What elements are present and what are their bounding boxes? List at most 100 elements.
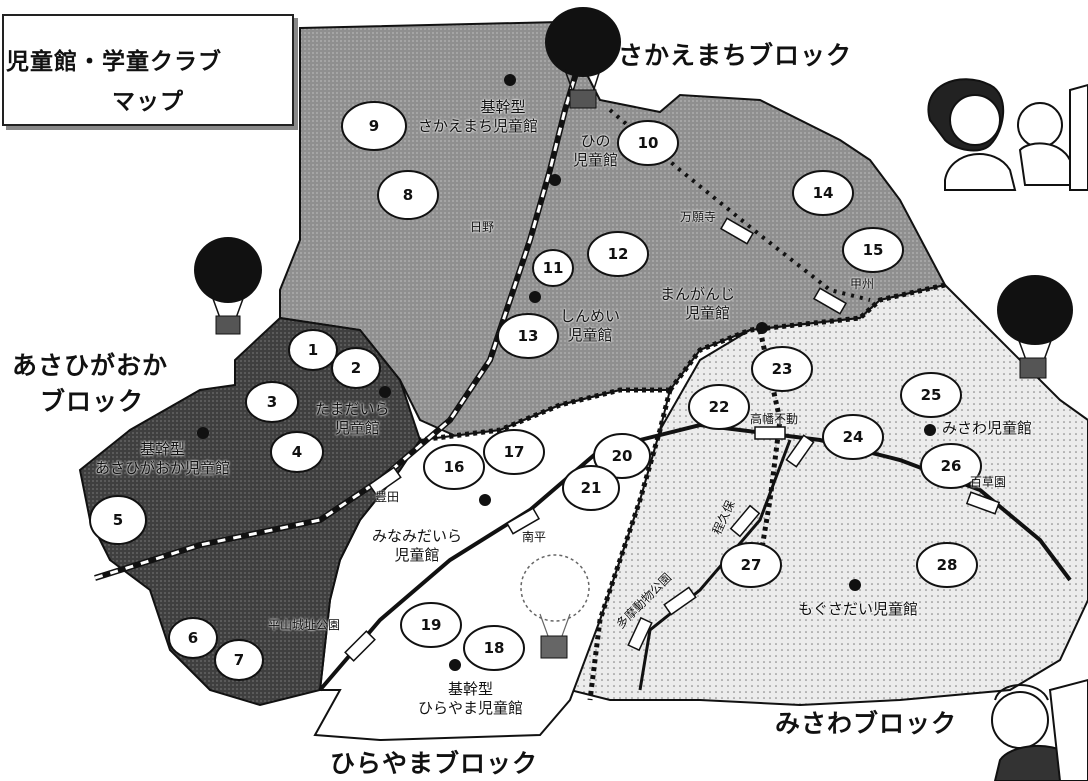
zone-number: 13 [518,327,539,345]
zone-number: 7 [234,651,244,669]
dobutsuen-line [638,439,792,691]
zone-number: 16 [444,458,465,476]
zone-number: 8 [403,186,413,204]
zone-oval [214,639,264,681]
facility-minamidaira: みなみだいら 児童館 [372,527,462,565]
facility-shinmei-line1: しんめい [560,307,621,325]
facility-dot [924,424,936,436]
station-toyoda: 豊田 [375,490,400,504]
zone-oval [587,231,649,277]
facility-hirayama: 基幹型 ひらやま児童館 [418,680,523,718]
facility-dot [379,386,391,398]
zone-oval [400,602,462,648]
zone-oval [562,465,620,511]
station-marker [627,616,653,652]
station-marker [719,217,755,245]
zone-oval [688,384,750,430]
zone-oval [900,372,962,418]
zone-number: 28 [937,556,958,574]
zone-number: 15 [863,241,884,259]
zone-number: 23 [772,360,793,378]
zone-number: 14 [813,184,834,202]
zone-oval [423,444,485,490]
station-koshu: 甲州 [850,277,875,291]
zone-number: 21 [581,479,602,497]
zone-oval [331,347,381,389]
facility-dot [756,322,768,334]
station-marker [754,426,786,440]
station-marker [505,507,541,535]
zone-oval [916,542,978,588]
block-label-misawa: みさわブロック [775,709,958,738]
zone-oval [920,443,982,489]
zone-oval [617,120,679,166]
facility-minamidaira-line1: みなみだいら [372,527,463,545]
zone-oval [483,429,545,475]
facility-asahigaoka-type: 基幹型 [140,440,186,458]
block-boundary [419,387,670,443]
facility-mankanji: まんがんじ 児童館 [660,285,735,323]
balloon-icon [997,275,1073,379]
zone-number: 27 [741,556,762,574]
facility-sakaemachi-name: さかえまち児童館 [418,117,539,135]
station-mogusaen: 百草園 [970,475,1007,489]
station-hino: 日野 [470,220,495,234]
chuo-line-pattern [94,59,582,580]
zone-oval [270,431,324,473]
zone-oval [341,101,407,151]
facility-hirayama-name: ひらやま児童館 [418,699,524,717]
facility-dot [549,174,561,186]
facility-hino-line2: 児童館 [573,151,619,169]
facility-shinmei-line2: 児童館 [567,326,613,344]
station-manganji: 万願寺 [680,210,717,224]
station-marker [812,287,848,315]
zone-number: 22 [709,398,730,416]
zone-number: 3 [267,393,277,411]
zone-number: 25 [921,386,942,404]
facility-dot [504,74,516,86]
facility-tamadaira: たまだいら 児童館 [315,400,390,438]
map-title-line1: 児童館・学童クラブ [6,49,222,75]
facility-hino: ひの 児童館 [573,132,618,170]
facility-asahigaoka-name: あさひがおか児童館 [95,459,231,477]
station-takahatafudo: 高幡不動 [750,412,799,426]
station-marker [729,504,761,538]
mother-child-illustration [927,78,1088,191]
facility-misawa: みさわ児童館 [942,419,1033,437]
facility-shinmei: しんめい 児童館 [560,307,620,345]
zone-oval [532,249,574,287]
map-title-line2: マップ [112,89,184,115]
block-label-hirayama: ひらやまブロック [330,749,539,778]
zone-number: 17 [504,443,525,461]
facility-hirayama-type: 基幹型 [448,680,494,698]
facility-sakaemachi-type: 基幹型 [480,98,526,116]
zone-number: 19 [421,616,442,634]
facility-sakaemachi: 基幹型 さかえまち児童館 [418,98,538,136]
zone-number: 26 [941,457,962,475]
facility-dot [479,494,491,506]
balloon-icon [520,554,590,659]
facility-mogusadai: もぐさだい児童館 [798,600,919,618]
station-marker [368,466,402,496]
block-boundary [668,282,946,392]
zone-number: 24 [843,428,864,446]
zone-oval [792,170,854,216]
tama-monorail [608,108,871,302]
zone-ovals: 1234567891011121314151617181920212223242… [89,101,982,681]
station-marker [785,434,815,468]
facility-dot [197,427,209,439]
zone-oval [245,381,299,423]
zone-oval [822,414,884,460]
boy-illustration [991,678,1088,781]
zone-oval [377,170,439,220]
zone-number: 10 [638,134,659,152]
facility-mankanji-line1: まんがんじ [660,285,736,303]
block-boundary [757,329,783,561]
facility-dot [529,291,541,303]
zone-oval [497,313,559,359]
block-label-asahigaoka-1: あさひがおか [12,351,169,380]
facility-dot [849,579,861,591]
block-label-asahigaoka-2: ブロック [40,387,145,416]
zone-number: 12 [608,245,629,263]
